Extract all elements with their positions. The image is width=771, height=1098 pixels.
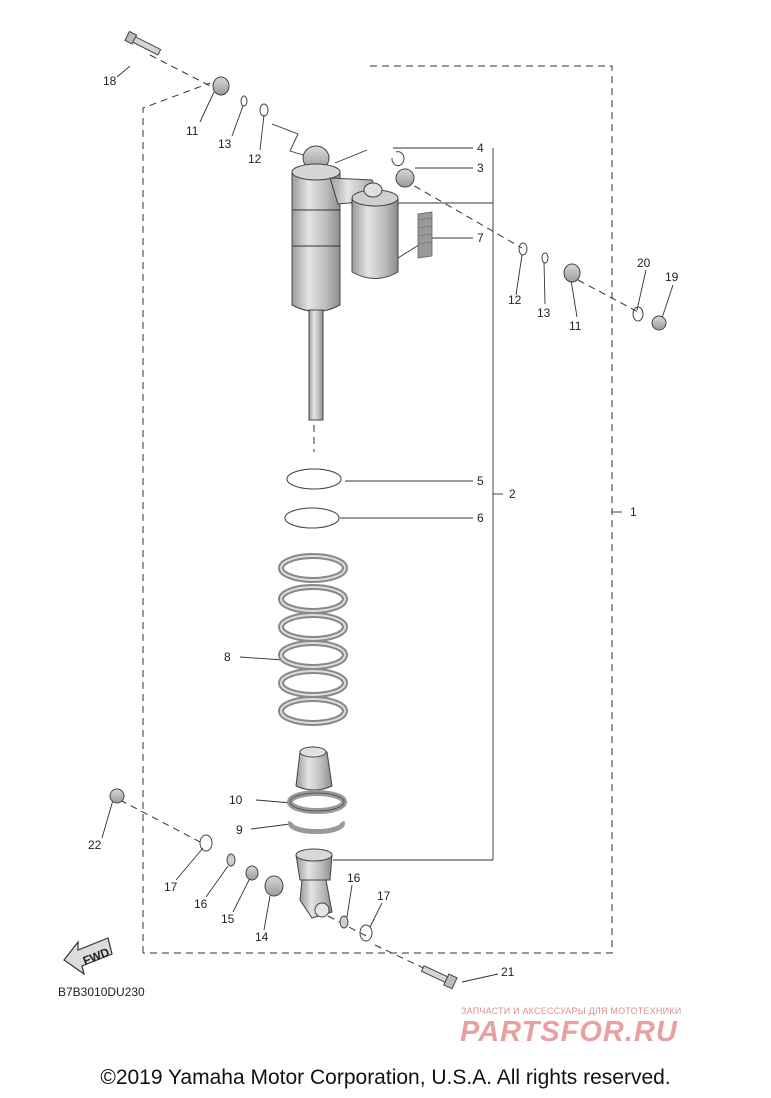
callout-17-right: 17 — [377, 889, 391, 903]
shock-absorber-body — [291, 145, 399, 421]
callout-20: 20 — [637, 256, 651, 270]
watermark-tagline: ЗАПЧАСТИ И АКСЕССУАРЫ ДЛЯ МОТОТЕХНИКИ — [461, 1006, 682, 1016]
callout-21: 21 — [501, 965, 515, 979]
callout-1: 1 — [630, 505, 637, 519]
callout-3: 3 — [477, 161, 484, 175]
exploded-parts-diagram: FWD 1 2 3 4 5 6 7 8 9 10 11 11 12 12 13 … — [63, 30, 679, 990]
callout-9: 9 — [236, 823, 243, 837]
assembly-outline — [142, 65, 613, 954]
callout-2: 2 — [509, 487, 516, 501]
callout-11-upper-right: 11 — [569, 319, 582, 333]
callout-13-right: 13 — [537, 306, 551, 320]
copyright-notice: ©2019 Yamaha Motor Corporation, U.S.A. A… — [100, 1066, 671, 1089]
callout-12-left: 12 — [248, 152, 262, 166]
callout-14: 14 — [255, 930, 269, 944]
callout-18: 18 — [103, 74, 117, 88]
callout-8: 8 — [224, 650, 231, 664]
callout-16-right: 16 — [347, 871, 361, 885]
callout-4: 4 — [477, 141, 484, 155]
coil-spring — [278, 553, 348, 726]
forward-arrow-icon: FWD — [63, 937, 113, 976]
label-sticker — [417, 211, 433, 259]
callout-10: 10 — [229, 793, 243, 807]
callout-19: 19 — [665, 270, 679, 284]
reference-lines — [101, 54, 674, 983]
callout-numbers: 1 2 3 4 5 6 7 8 9 10 11 11 12 12 13 13 1… — [88, 74, 679, 979]
watermark-logo: PARTSFOR.RU — [460, 1016, 678, 1048]
lower-clevis — [295, 848, 333, 919]
bump-stopper — [295, 746, 333, 791]
callout-22: 22 — [88, 838, 102, 852]
callout-16-left: 16 — [194, 897, 208, 911]
callout-6: 6 — [477, 511, 484, 525]
hardware-parts — [109, 30, 667, 990]
spring-seat — [287, 790, 347, 835]
spring-adjuster-nuts — [284, 468, 342, 529]
callout-7: 7 — [477, 231, 484, 245]
diagram-code: B7B3010DU230 — [58, 985, 145, 999]
callout-15: 15 — [221, 912, 235, 926]
callout-5: 5 — [477, 474, 484, 488]
callout-13-left: 13 — [218, 137, 232, 151]
callout-12-right: 12 — [508, 293, 522, 307]
callout-17-left: 17 — [164, 880, 178, 894]
callout-11-upper-left: 11 — [186, 124, 199, 138]
